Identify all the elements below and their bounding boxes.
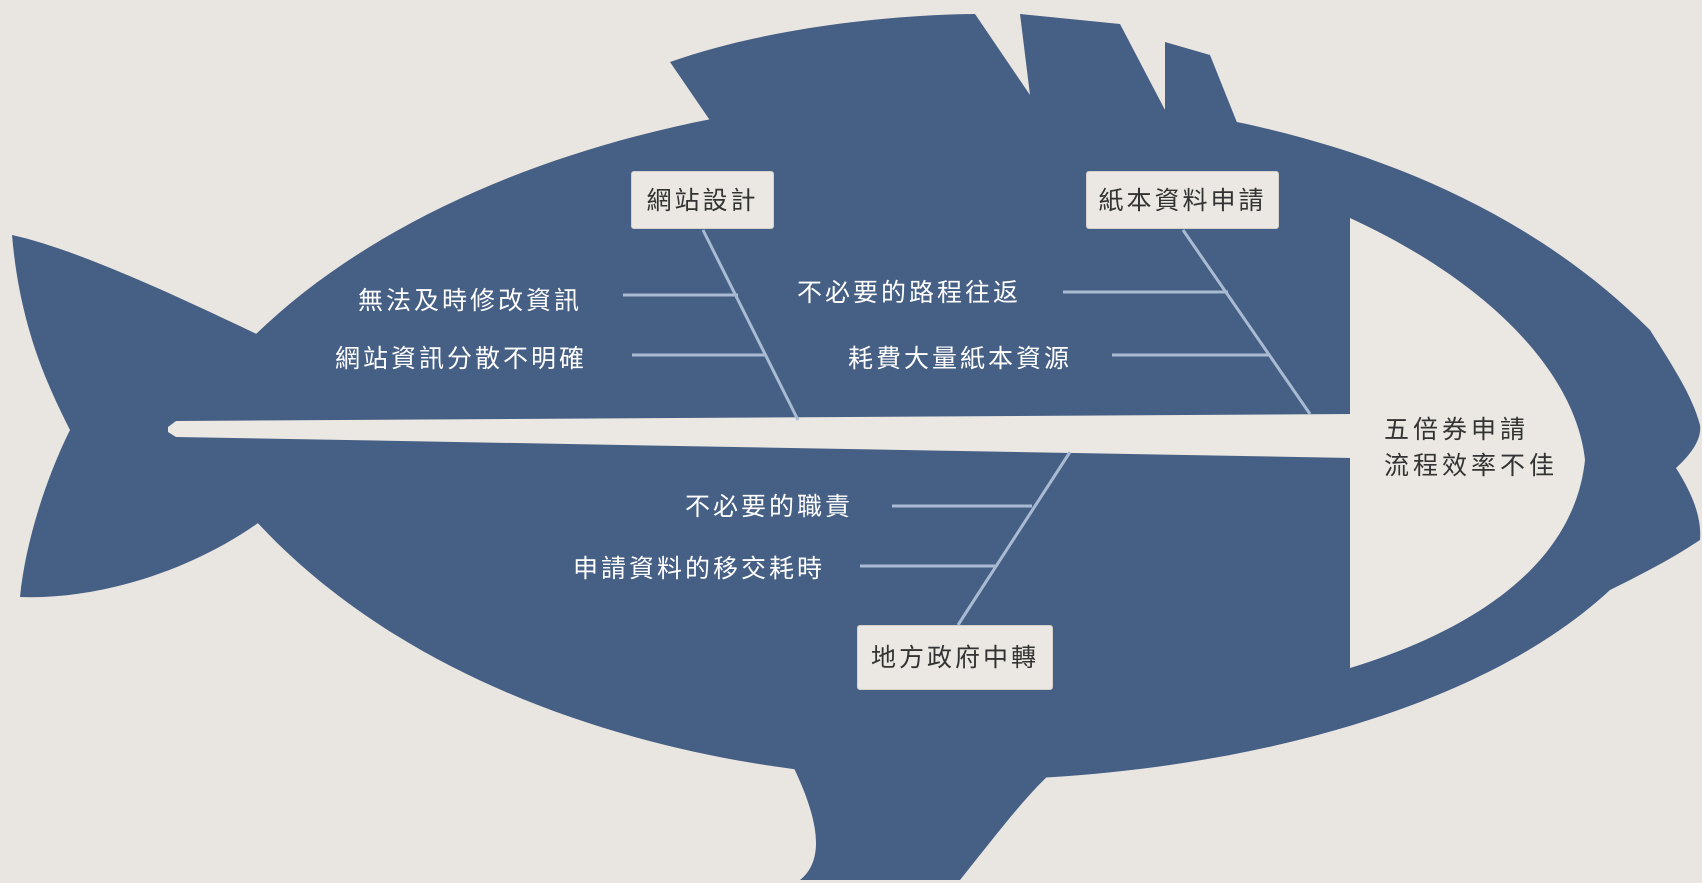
bone-local-government [956, 451, 1072, 626]
cause-cannot-update-info: 無法及時修改資訊 [358, 286, 583, 315]
pelvic-fin [790, 760, 1060, 880]
fish-tail [12, 235, 265, 598]
bone-paper-application [1181, 229, 1312, 415]
category-website-design: 網站設計 [631, 171, 774, 229]
effect-line-1: 五倍券申請 [1384, 415, 1530, 444]
cause-unnecessary-trips: 不必要的路程往返 [797, 278, 1022, 307]
effect-label: 五倍券申請 流程效率不佳 [1384, 412, 1558, 484]
bone-website-design [701, 229, 800, 421]
dorsal-fin [670, 14, 1240, 135]
fish-head [1350, 218, 1585, 668]
category-paper-application: 紙本資料申請 [1086, 171, 1279, 229]
cause-paper-waste: 耗費大量紙本資源 [848, 344, 1073, 373]
effect-line-2: 流程效率不佳 [1384, 451, 1559, 480]
cause-transfer-time: 申請資料的移交耗時 [573, 554, 826, 583]
cause-info-scattered: 網站資訊分散不明確 [335, 344, 588, 373]
category-local-government: 地方政府中轉 [857, 625, 1053, 690]
bones [623, 229, 1312, 626]
cause-unnecessary-duties: 不必要的職責 [685, 492, 854, 521]
fish-spine [168, 414, 1352, 458]
